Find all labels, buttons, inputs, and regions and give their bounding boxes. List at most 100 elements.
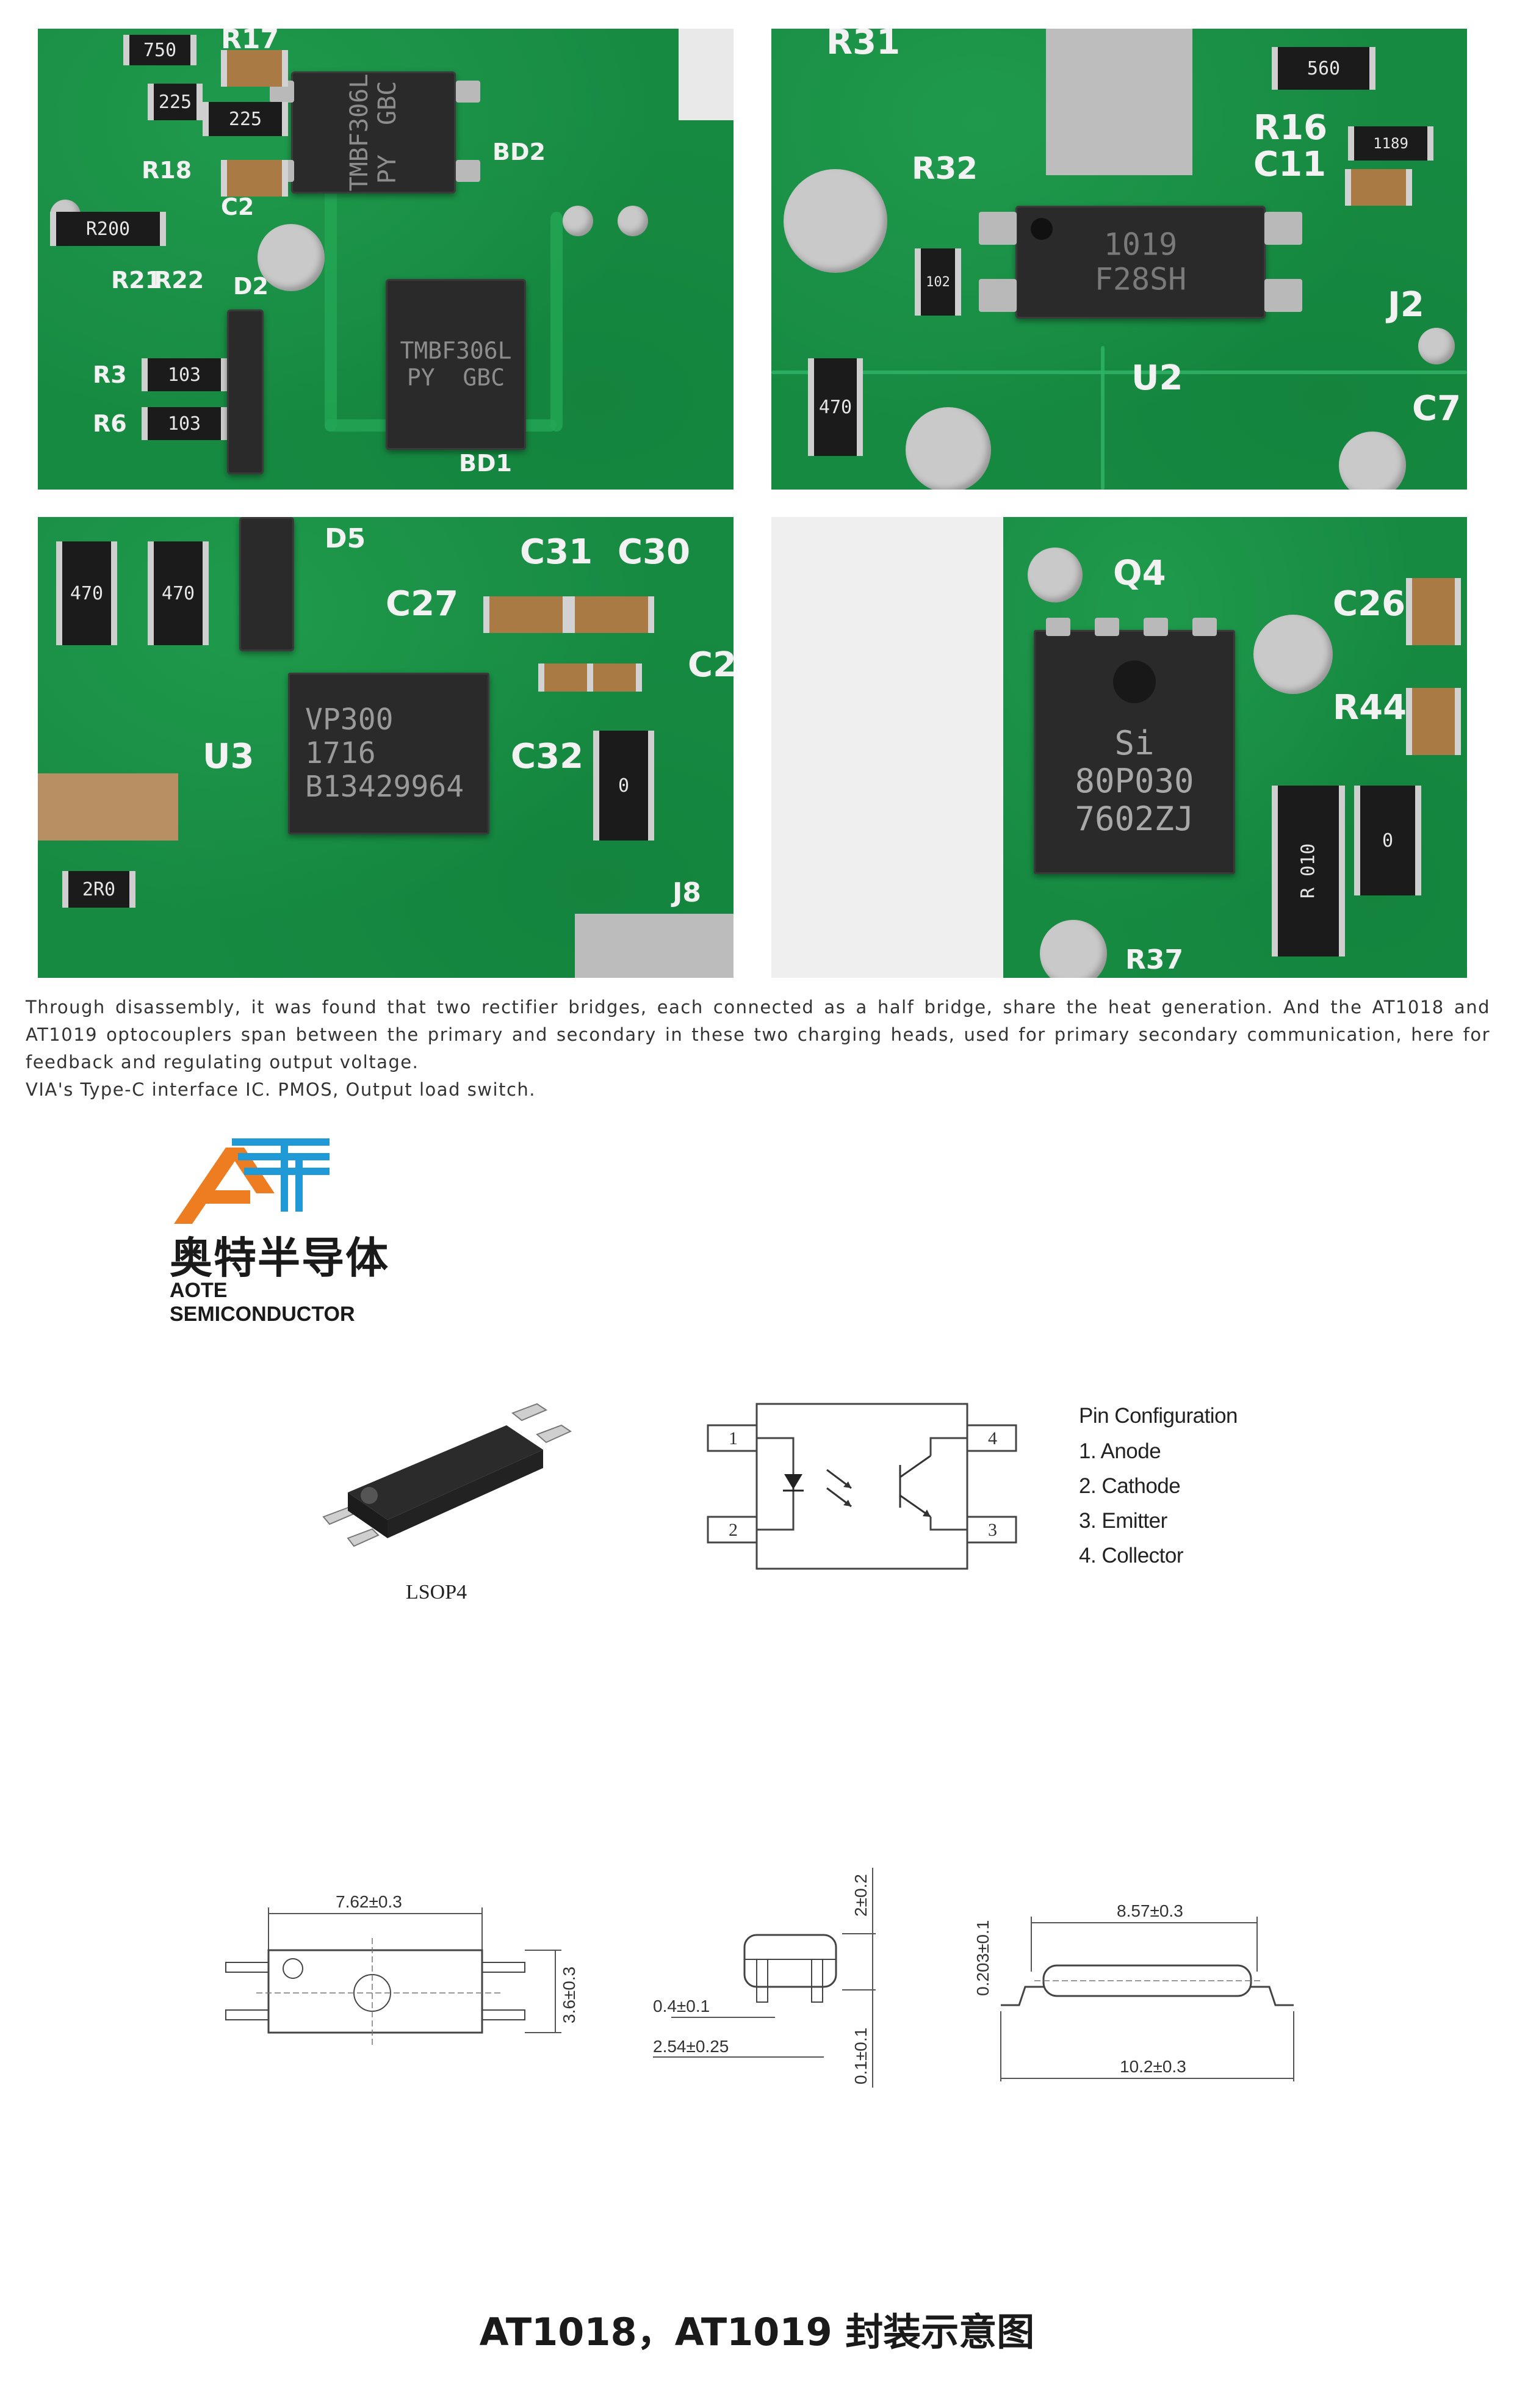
capacitor <box>569 596 654 633</box>
pin-number-4: 4 <box>988 1428 997 1448</box>
chip-pin <box>979 279 1017 312</box>
resistor: 2R0 <box>62 871 135 908</box>
caption: Through disassembly, it was found that t… <box>26 994 1490 1104</box>
pin-configuration: Pin Configuration 1. Anode 2. Cathode 3.… <box>1079 1404 1238 1578</box>
resistor-value: 2R0 <box>82 878 116 900</box>
chip-pin <box>1095 618 1119 636</box>
silkscreen-label: C31 <box>520 532 593 572</box>
resistor: 225 <box>203 102 288 136</box>
connector-shell <box>575 914 734 978</box>
aote-logo-mark-icon <box>174 1138 330 1224</box>
bottom-title: AT1018，AT1019 封装示意图 <box>479 2310 1035 2354</box>
chip-marking: TMBF306L PY GBC <box>400 337 512 391</box>
diode <box>239 517 294 651</box>
lsop4-package-icon <box>322 1403 572 1547</box>
pin-config-item: 3. Emitter <box>1079 1509 1167 1533</box>
pin1-dot <box>1113 660 1156 703</box>
resistor-value: 103 <box>167 364 201 386</box>
silkscreen-label: R21 <box>111 267 162 294</box>
diode <box>227 309 264 474</box>
silkscreen-label: J8 <box>672 877 701 908</box>
logo-english-name: AOTE SEMICONDUCTOR <box>170 1279 355 1326</box>
pin-configuration-title: Pin Configuration <box>1079 1404 1238 1428</box>
silkscreen-label: R32 <box>912 151 978 186</box>
photo-pmos: Si 80P030 7602ZJ R 010 0 Q4 C26 R44 R37 <box>771 517 1467 978</box>
silkscreen-label: R6 <box>93 410 127 437</box>
dim-pitch-text: 2.54±0.25 <box>653 2037 729 2056</box>
silkscreen-label: R31 <box>826 29 901 62</box>
dim-body-text: 8.57±0.3 <box>1117 1901 1183 1920</box>
resistor: 470 <box>808 358 863 456</box>
resistor: 470 <box>148 541 209 645</box>
chip-marking: Si 80P030 7602ZJ <box>1075 723 1194 839</box>
caption-line-2: VIA's Type-C interface IC. PMOS, Output … <box>26 1079 536 1100</box>
chip-pin <box>1264 279 1302 312</box>
capacitor <box>1406 578 1461 645</box>
dim-lead-text: 0.4±0.1 <box>653 1997 710 2016</box>
solder-pad <box>906 407 991 490</box>
silkscreen-label: R22 <box>154 267 204 294</box>
pin-number-1: 1 <box>729 1428 738 1448</box>
caption-line-1: Through disassembly, it was found that t… <box>26 997 1490 1072</box>
resistor: 1189 <box>1348 126 1433 161</box>
logo-chinese-name: 奥特半导体 <box>170 1233 389 1283</box>
enclosure-edge <box>679 29 734 120</box>
optocoupler-schematic: 1 2 3 4 <box>707 1403 1017 1570</box>
resistor: R 010 <box>1272 786 1345 956</box>
resistor-value: 470 <box>161 582 195 604</box>
thermal-pad <box>1046 29 1192 175</box>
backdrop <box>771 517 1003 978</box>
dim-top-text: 2±0.2 <box>851 1874 870 1917</box>
pin-number-3: 3 <box>988 1520 997 1540</box>
resistor-value: R200 <box>85 218 131 240</box>
silkscreen-label: J2 <box>1388 285 1424 325</box>
dimension-end-view: 0.203±0.1 8.57±0.3 10.2±0.3 <box>973 1901 1294 2081</box>
resistor-value: 0 <box>1382 830 1394 851</box>
optocoupler-chip: 1019 F28SH <box>1015 206 1266 319</box>
resistor-value: 225 <box>228 108 262 130</box>
silkscreen-label: U3 <box>203 737 254 776</box>
resistor: 103 <box>142 407 227 440</box>
resistor-value: 1189 <box>1373 135 1408 152</box>
chip-pin <box>456 81 480 103</box>
silkscreen-label: D2 <box>233 273 269 300</box>
silkscreen-label: C26 <box>1333 584 1406 624</box>
capacitor <box>221 50 288 87</box>
pcb-trace <box>1101 346 1105 490</box>
capacitor <box>587 663 642 692</box>
silkscreen-label: Q4 <box>1113 554 1166 593</box>
dimension-top-view: 7.62±0.3 3.6±0.3 <box>225 1892 579 2048</box>
pcb-trace <box>325 175 337 432</box>
chip-marking: 1019 F28SH <box>1094 226 1187 297</box>
resistor: 750 <box>123 35 196 65</box>
silkscreen-label: BD2 <box>492 139 546 165</box>
resistor-value: 225 <box>158 91 192 113</box>
resistor: 102 <box>915 248 961 316</box>
solder-pad <box>258 224 325 291</box>
silkscreen-label: R37 <box>1125 944 1184 975</box>
resistor: 0 <box>1354 786 1421 895</box>
photo-type-c-ic: 470 470 2R0 0 VP300 1716 B13429964 C31 C… <box>38 517 734 978</box>
chip-pin <box>1264 212 1302 245</box>
resistor-value: 470 <box>70 582 104 604</box>
silkscreen-label: C11 <box>1253 145 1327 184</box>
silkscreen-label: C30 <box>618 532 691 572</box>
resistor-value: 750 <box>143 39 177 61</box>
silkscreen-label: R44 <box>1333 688 1407 728</box>
capacitor <box>483 596 569 633</box>
solder-pad <box>563 206 593 236</box>
solder-pad <box>618 206 648 236</box>
silkscreen-label: C27 <box>386 584 459 624</box>
dim-width-text: 7.62±0.3 <box>336 1892 402 1911</box>
resistor-value: 560 <box>1307 57 1341 79</box>
pcb-trace <box>550 212 563 432</box>
resistor-value: 103 <box>167 413 201 435</box>
resistor: 0 <box>593 731 654 841</box>
chip-pin <box>456 160 480 182</box>
aote-logo: 奥特半导体 AOTE SEMICONDUCTOR <box>153 1132 403 1326</box>
resistor-value: 0 <box>618 775 630 797</box>
resistor-value: 102 <box>926 274 950 290</box>
bridge-rectifier-chip-1: TMBF306L PY GBC <box>291 71 456 193</box>
solder-pad <box>784 169 887 273</box>
pin-config-item: 2. Cathode <box>1079 1474 1181 1498</box>
